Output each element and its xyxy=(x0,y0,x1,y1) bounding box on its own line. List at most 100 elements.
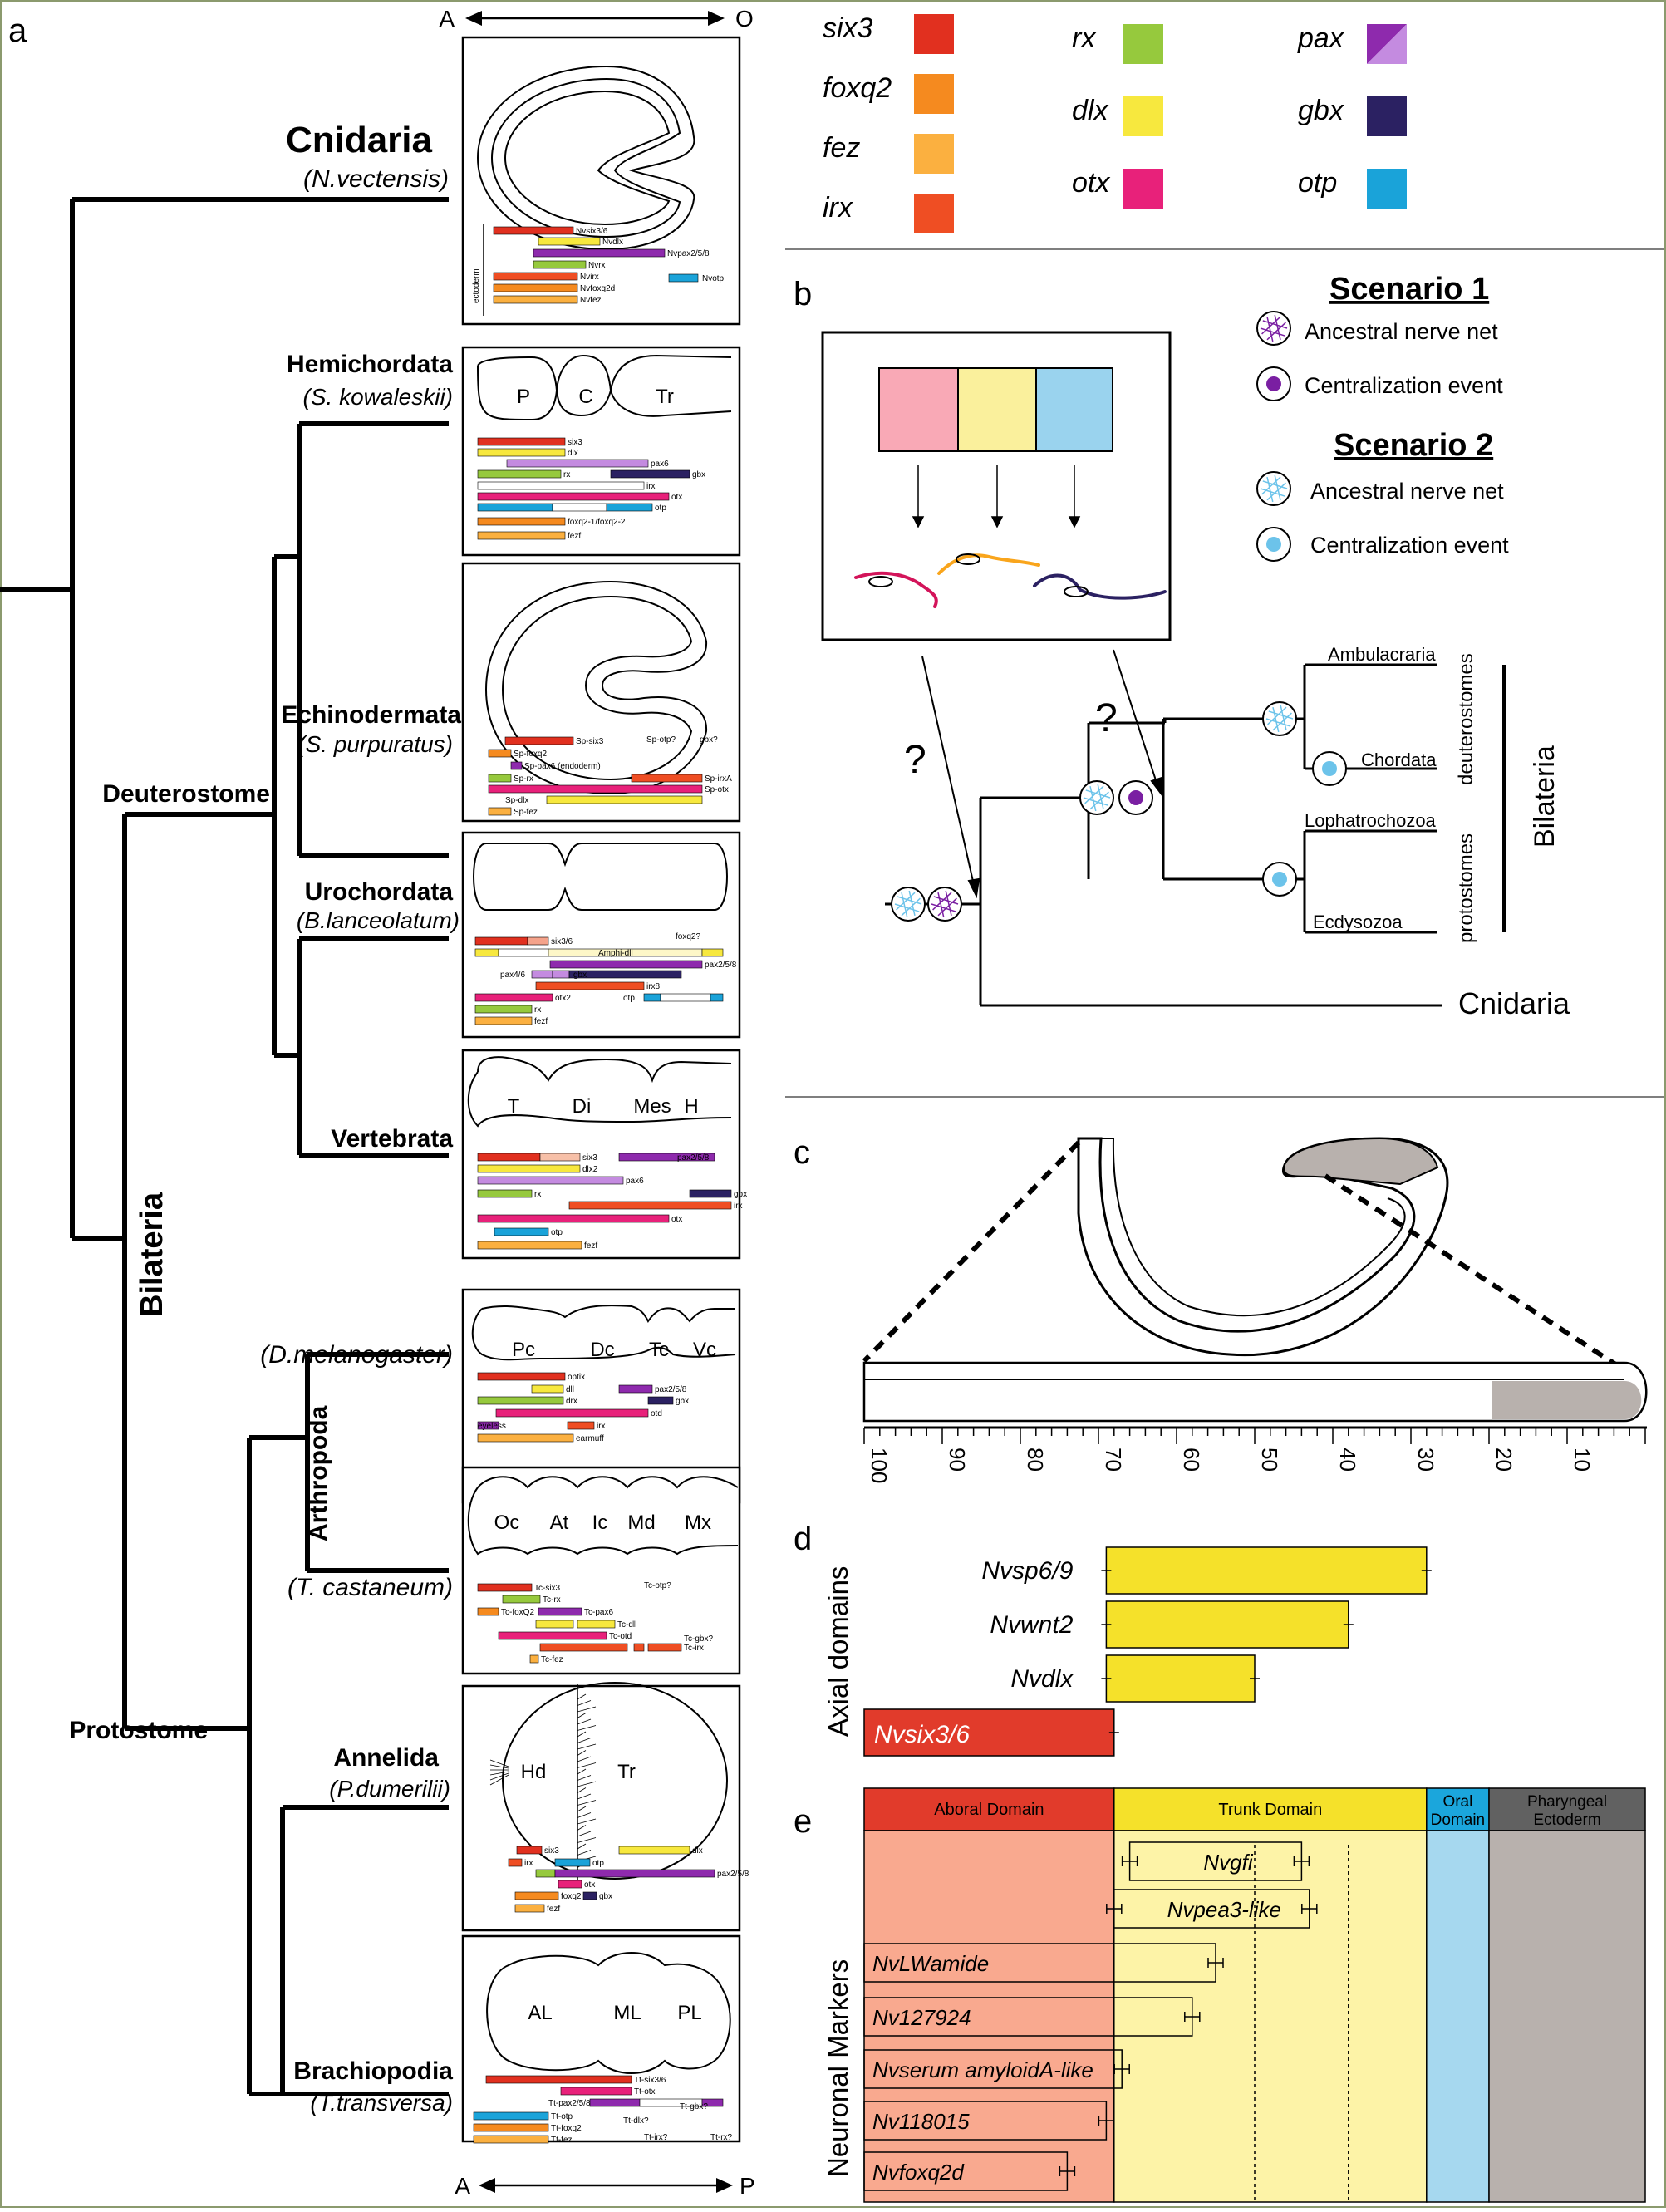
echinodermata-bar-label: Sp-foxq2 xyxy=(514,750,547,759)
node-net-purple-root-strand xyxy=(932,892,952,911)
legend-net-purple-strand xyxy=(1260,327,1285,337)
cnidaria-bar-label: Nvfoxq2d xyxy=(580,284,615,293)
vertebrata-bar-label: otp xyxy=(551,1228,563,1237)
hemichordata-region: P xyxy=(517,386,530,408)
cnidaria-bar-label: Nvrx xyxy=(588,261,606,270)
annelida-cilia-left xyxy=(489,1772,509,1781)
hemichordata-region: C xyxy=(578,386,592,408)
legend-net-purple-strand xyxy=(1274,314,1281,341)
dmel-bar-label: gbx xyxy=(676,1397,689,1406)
annelida-cilia xyxy=(577,1850,592,1856)
axis-ap-left: A xyxy=(455,2173,470,2199)
brachiopodia-bar xyxy=(560,2087,632,2096)
vertebrata-bar-label: irx xyxy=(734,1202,743,1211)
tcas-region: Oc xyxy=(494,1512,520,1534)
annelida-cilia xyxy=(577,1831,592,1837)
echinodermata-bar xyxy=(546,795,703,804)
echinodermata-bar-label: Sp-otx xyxy=(705,785,729,794)
inset-arrows xyxy=(912,465,1081,528)
e-domain-fill xyxy=(1426,1830,1490,2203)
brachiopodia-bar-label: Tt-otp xyxy=(551,2112,573,2121)
legend-swatch-foxq2 xyxy=(914,74,954,114)
legend-swatch-otp xyxy=(1367,169,1407,209)
dmel-bar xyxy=(567,1421,595,1430)
legend-net-blue-strand xyxy=(1274,474,1281,501)
legend-net-blue-strand xyxy=(1266,476,1274,503)
cnidaria-mid xyxy=(490,77,681,238)
annelida-cilia xyxy=(577,1837,597,1843)
echino-otp-label: Sp-otp? xyxy=(646,735,676,745)
brachio-body xyxy=(486,1952,731,2074)
annelida-cilia xyxy=(577,1781,597,1787)
node-net-blue-deut-strand xyxy=(1268,710,1294,720)
taxon-brachiopodia: Brachiopodia xyxy=(293,2057,453,2085)
hemichordata-bar xyxy=(610,469,690,479)
urochordata-bar xyxy=(474,936,528,946)
cnidaria-bar-label: Nvpax2/5/8 xyxy=(667,249,710,258)
echinodermata-bar-label: Sp-dlx xyxy=(505,796,528,805)
e-bar-label: NvLWamide xyxy=(872,1951,989,1976)
axis-ao: A O xyxy=(439,6,753,32)
brachiopodia-bar xyxy=(473,2135,549,2144)
urochordata-bar-label: irx8 xyxy=(646,982,661,991)
echinodermata-bar xyxy=(510,761,523,770)
species-urochordata: (B.lanceolatum) xyxy=(297,907,460,933)
node-net-blue-bilat-strand xyxy=(1084,785,1104,804)
neuron-worms xyxy=(854,553,1167,608)
node-net-blue-root xyxy=(891,887,926,922)
expression-boxes: ectodermNvsix3/6NvdlxNvpax2/5/8NvrxNvirx… xyxy=(461,36,749,2145)
vertebrata-bar xyxy=(477,1153,541,1162)
brachiopodia-bar-label: Tt-foxq2 xyxy=(551,2124,582,2133)
annelida-cilia xyxy=(577,1787,587,1793)
annelida-bar xyxy=(582,1891,597,1900)
c-tick-label: 90 xyxy=(945,1448,970,1472)
annelida-bar-label: foxq2 xyxy=(561,1892,582,1901)
legend-swatch-irx xyxy=(914,194,954,233)
vertebrata-bar-label: fezf xyxy=(584,1241,597,1251)
vertebrata-bar-label: rx xyxy=(534,1190,541,1199)
taxon-annelida: Annelida xyxy=(333,1744,439,1772)
node-net-blue-deut-strand xyxy=(1280,705,1287,731)
cnidaria-bar-label: Nvsix3/6 xyxy=(576,227,608,236)
hemichordata-bar-label: rx xyxy=(563,470,570,479)
domain-box-yellow xyxy=(957,367,1037,452)
b-deuterostomes: deuterostomes xyxy=(1455,653,1477,785)
cnidaria-bar xyxy=(493,295,578,304)
cnidaria-bar-label: Nvotp xyxy=(702,274,725,283)
urochordata-bar xyxy=(527,936,549,946)
tcas-bar xyxy=(477,1607,499,1616)
cnidaria-bar xyxy=(668,273,699,283)
urochordata-bar xyxy=(549,960,703,969)
zoom-line-right xyxy=(1324,1173,1640,1382)
echinodermata-bar xyxy=(631,774,703,783)
uro-foxq2-label: foxq2? xyxy=(676,932,700,941)
panel-label-c: c xyxy=(794,1134,810,1171)
legend-swatch-gbx xyxy=(1367,96,1407,136)
urochordata-bar-label: pax4/6 xyxy=(500,971,525,980)
vertebrata-region: T xyxy=(508,1095,520,1118)
dmel-region: Pc xyxy=(512,1339,535,1361)
legend-swatch-fez xyxy=(914,134,954,174)
hemichordata-bar-label: dlx xyxy=(568,449,578,458)
c-tick-label: 50 xyxy=(1257,1448,1282,1472)
dmel-bar-label: drx xyxy=(566,1397,577,1406)
box-urochordata xyxy=(461,831,741,1039)
annelida-cilia xyxy=(577,1768,587,1775)
annelida-cilia xyxy=(577,1693,587,1700)
legend-net-blue-strand xyxy=(1261,476,1281,495)
zoom-line-left xyxy=(862,1140,1081,1364)
brachio-dlx-label: Tt-dlx? xyxy=(623,2116,649,2126)
c-tick-label: 60 xyxy=(1179,1448,1204,1472)
annelida-cilia xyxy=(577,1738,592,1743)
echino-gbx-label: gbx? xyxy=(700,735,718,745)
b-chordata: Chordata xyxy=(1361,750,1437,770)
annelida-bar xyxy=(508,1858,523,1867)
tcas-bar xyxy=(539,1643,628,1652)
legend-net-purple-strand xyxy=(1261,316,1281,335)
dmel-region: Tc xyxy=(649,1339,669,1361)
annelida-cilia xyxy=(577,1843,587,1850)
node-net-blue-bilat-strand xyxy=(1089,785,1097,812)
legend-label-gbx: gbx xyxy=(1298,95,1344,126)
vertebrata-bar xyxy=(477,1189,533,1198)
